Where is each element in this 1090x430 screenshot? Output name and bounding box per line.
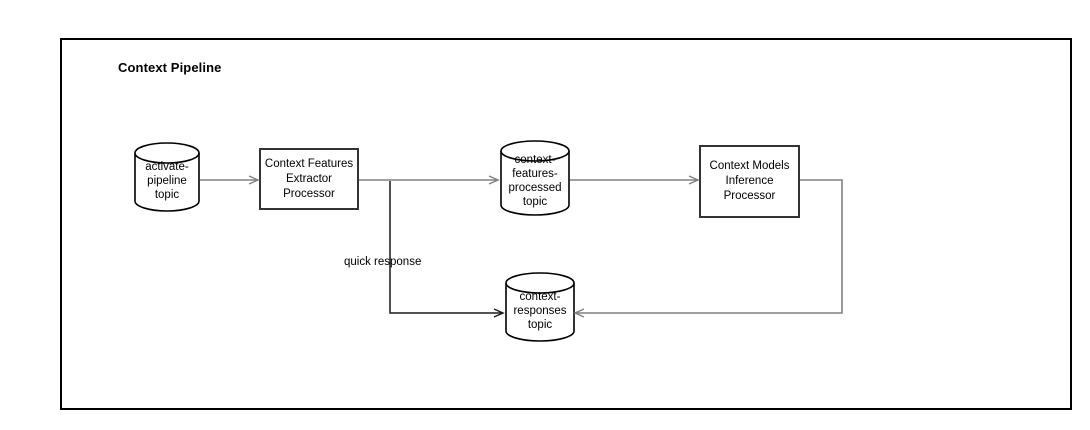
node-label-line: pipeline <box>147 175 187 187</box>
node-label-line: Context Models <box>709 160 790 172</box>
node-label: context- features- processed topic <box>508 147 561 209</box>
node-label-line: processed <box>508 182 562 194</box>
node-context-models-inference-processor[interactable]: Context Models Inference Processor <box>699 145 800 218</box>
node-label-line: topic <box>154 189 180 201</box>
node-label-line: context- <box>519 291 561 303</box>
node-label: activate- pipeline topic <box>145 152 188 202</box>
node-label-line: Extractor <box>285 172 332 185</box>
node-label: context- responses topic <box>513 282 566 332</box>
node-label-line: topic <box>522 196 548 208</box>
node-label-line: Processor <box>283 187 335 200</box>
node-label-line: features- <box>512 168 558 180</box>
diagram-frame <box>60 38 1072 410</box>
edge-label-quick-response: quick response <box>344 256 422 268</box>
node-label-line: topic <box>527 319 553 331</box>
node-context-features-extractor-processor[interactable]: Context Features Extractor Processor <box>259 148 359 210</box>
node-label: Context Features Extractor Processor <box>265 157 353 202</box>
node-label-line: responses <box>513 305 567 317</box>
cylinder-shape-icon <box>134 142 200 212</box>
node-context-responses-topic[interactable]: context- responses topic <box>505 272 575 342</box>
node-label-line: Inference <box>725 175 774 187</box>
node-label-line: Processor <box>723 190 776 202</box>
diagram-title: Context Pipeline <box>118 60 222 75</box>
node-label-line: Context Features <box>264 157 354 170</box>
node-label: Context Models Inference Processor <box>710 159 790 204</box>
node-activate-pipeline-topic[interactable]: activate- pipeline topic <box>134 142 200 212</box>
node-label-line: context- <box>514 154 556 166</box>
node-label-line: activate- <box>145 161 189 173</box>
cylinder-shape-icon <box>505 272 575 342</box>
node-context-features-processed-topic[interactable]: context- features- processed topic <box>500 140 570 216</box>
